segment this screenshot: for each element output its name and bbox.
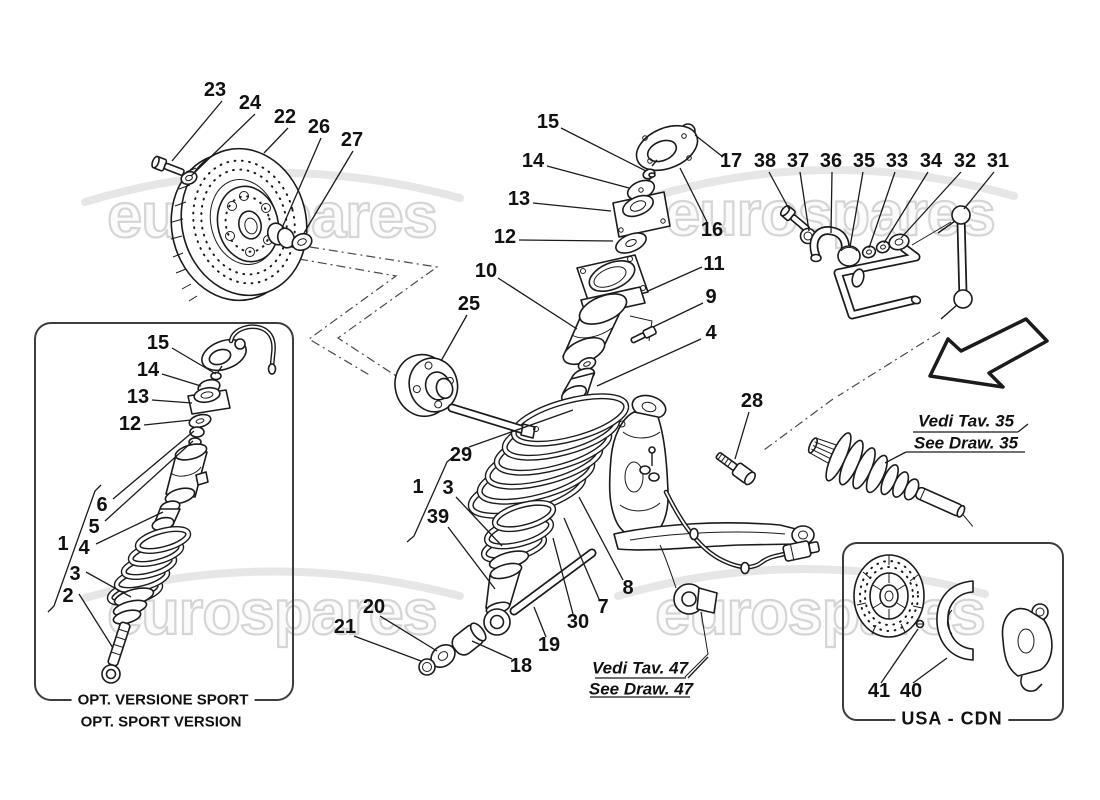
callout-main-14: 14 — [521, 150, 545, 172]
callout-main-36: 36 — [819, 150, 843, 172]
callout-main-21: 21 — [333, 616, 357, 638]
note-see-draw-35-line1: Vedi Tav. 35 — [917, 411, 1015, 431]
alignment-lines — [298, 246, 941, 457]
callout-main-28: 28 — [740, 390, 764, 412]
hub-spacer-drawing — [266, 222, 313, 252]
callout-sport-1: 1 — [57, 533, 69, 555]
callout-main-32: 32 — [953, 150, 977, 172]
callout-sport-6: 6 — [96, 494, 108, 516]
callout-main-17: 17 — [719, 150, 743, 172]
callout-main-34: 34 — [919, 150, 943, 172]
shock-body-drawing — [560, 254, 657, 404]
lower-shock-drawing — [418, 499, 597, 676]
callout-main-16: 16 — [700, 219, 724, 241]
callout-main-11: 11 — [703, 253, 725, 275]
callout-sport-3: 3 — [69, 563, 81, 585]
callout-main-26: 26 — [307, 116, 331, 138]
watermark-bottom-right: eurospares — [614, 565, 989, 649]
callout-main-12: 12 — [493, 226, 517, 248]
shock-top-mount-drawing — [612, 123, 699, 254]
callout-sport-12: 12 — [118, 413, 142, 435]
leader-lines — [47, 100, 1029, 698]
watermark-text: eurospares — [655, 578, 985, 648]
callout-main-3: 3 — [442, 477, 454, 499]
callout-sport-2: 2 — [62, 585, 74, 607]
usa-cdn-box — [842, 542, 1064, 721]
callout-sport-13: 13 — [126, 386, 150, 408]
stabilizer-bar-drawing — [779, 205, 973, 320]
sport-version-box — [34, 322, 294, 701]
callout-main-39: 39 — [426, 506, 450, 528]
callout-usa-40: 40 — [899, 680, 923, 702]
callout-main-4: 4 — [705, 322, 717, 344]
watermark-text: eurospares — [665, 179, 995, 249]
callout-usa-41: 41 — [867, 680, 891, 702]
note-see-draw-47-line1: Vedi Tav. 47 — [591, 658, 689, 678]
brake-disc-drawing — [170, 147, 308, 302]
callout-main-7: 7 — [597, 596, 609, 618]
callout-sport-5: 5 — [88, 516, 100, 538]
callout-main-9: 9 — [705, 286, 717, 308]
callout-main-29: 29 — [449, 444, 473, 466]
sport-box-caption-line1: OPT. VERSIONE SPORT — [71, 691, 255, 709]
callout-sport-15: 15 — [146, 332, 170, 354]
callout-main-8: 8 — [622, 577, 634, 599]
callout-main-1: 1 — [412, 476, 424, 498]
callout-main-23: 23 — [203, 79, 227, 101]
callout-main-20: 20 — [362, 596, 386, 618]
sport-box-caption-line2: OPT. SPORT VERSION — [80, 713, 242, 731]
callout-main-22: 22 — [273, 106, 297, 128]
callout-main-15: 15 — [536, 111, 560, 133]
callout-main-24: 24 — [238, 92, 262, 114]
callout-main-25: 25 — [457, 293, 481, 315]
callout-main-37: 37 — [786, 150, 810, 172]
callout-main-13: 13 — [507, 188, 531, 210]
callout-main-33: 33 — [885, 150, 909, 172]
direction-arrow — [928, 317, 1049, 389]
callout-main-10: 10 — [474, 260, 498, 282]
callout-main-30: 30 — [566, 611, 590, 633]
usa-cdn-caption: USA - CDN — [895, 708, 1009, 730]
callout-main-19: 19 — [537, 634, 561, 656]
callout-main-31: 31 — [986, 150, 1010, 172]
wheel-hub-drawing — [394, 353, 539, 439]
callout-sport-4: 4 — [78, 537, 90, 559]
callout-sport-14: 14 — [136, 359, 160, 381]
note-see-draw-47-line2: See Draw. 47 — [588, 679, 694, 699]
watermark-top-right: eurospares — [644, 166, 1018, 250]
fixing-bolt-drawing — [715, 452, 756, 486]
drive-axle-drawing — [807, 432, 974, 527]
callout-main-38: 38 — [753, 150, 777, 172]
note-see-draw-35-line2: See Draw. 35 — [913, 433, 1019, 453]
callout-main-35: 35 — [852, 150, 876, 172]
callout-main-18: 18 — [509, 655, 533, 677]
suspension-knuckle-drawing — [608, 394, 820, 678]
callout-main-27: 27 — [340, 129, 364, 151]
